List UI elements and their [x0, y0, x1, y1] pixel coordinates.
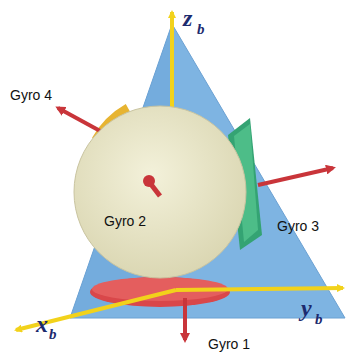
gyro-label: Gyro 1 [208, 337, 250, 351]
axis-label: y [301, 296, 312, 320]
axis-subscript: b [49, 327, 57, 342]
axis-label: z [183, 6, 192, 30]
gyro-label: Gyro 2 [104, 214, 146, 228]
axis-subscript: b [197, 22, 205, 37]
gyro-label: Gyro 3 [277, 219, 319, 233]
axis-label: x [36, 312, 48, 336]
gyro-label: Gyro 4 [10, 88, 52, 102]
axis-subscript: b [315, 312, 323, 327]
